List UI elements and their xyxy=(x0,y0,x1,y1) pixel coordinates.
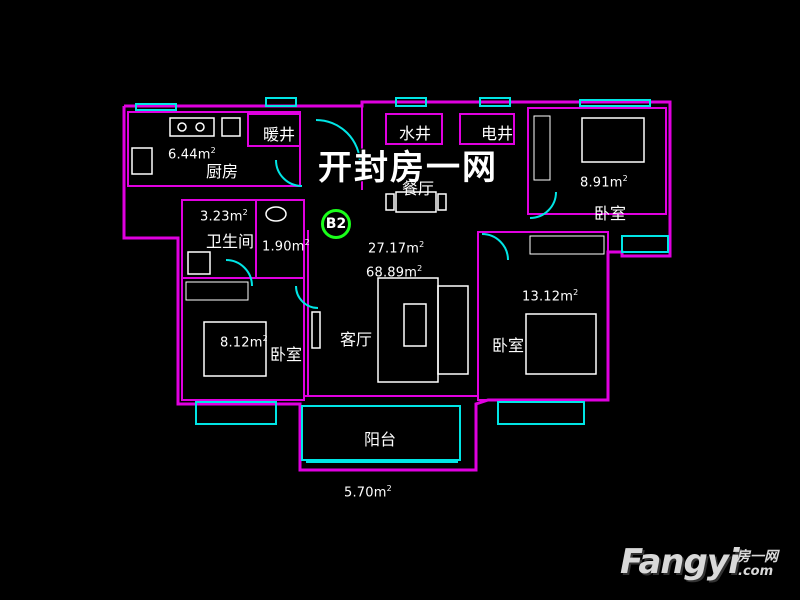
living-area: 27.17m2 xyxy=(368,240,425,257)
ne-side-window xyxy=(621,235,669,253)
electric-shaft-wall xyxy=(459,113,515,145)
unit-badge: B2 xyxy=(321,209,351,239)
sw-bedroom-area: 8.12m2 xyxy=(220,334,268,351)
ne-bedroom-wall xyxy=(527,107,667,215)
electric-shaft-label: 电井 xyxy=(481,124,514,143)
brand-cn: 房一网 xyxy=(736,549,778,565)
hall-small-area: 1.90m2 xyxy=(262,238,310,255)
total-area: 68.89m2 xyxy=(366,264,423,281)
ne-bedroom-area: 8.91m2 xyxy=(580,174,628,191)
sw-bedroom-wall xyxy=(181,277,305,401)
water-shaft-label: 水井 xyxy=(399,124,432,143)
kitchen-label: 厨房 xyxy=(206,162,239,181)
dining-label: 餐厅 xyxy=(402,179,435,198)
kitchen-window xyxy=(135,103,177,111)
brand-com: .com xyxy=(738,564,774,579)
se-bedroom-wall xyxy=(477,231,609,401)
se-bed xyxy=(525,313,597,375)
sw-bed xyxy=(203,321,267,377)
ne-bed xyxy=(581,117,645,163)
se-window xyxy=(497,401,585,425)
brand-logo: Fangyi 房一网 .com xyxy=(620,540,790,590)
kitchen-wall xyxy=(127,111,301,187)
dining-table xyxy=(395,191,437,213)
bathroom-label: 卫生间 xyxy=(206,232,255,251)
site-watermark: 开封房一网 xyxy=(318,148,498,188)
living-label: 客厅 xyxy=(340,330,373,349)
brand-latin: Fangyi xyxy=(620,542,740,582)
balcony-label: 阳台 xyxy=(364,430,397,449)
sofa xyxy=(377,277,439,383)
bathroom-area: 3.23m2 xyxy=(200,208,248,225)
door-arc xyxy=(315,119,361,165)
sw-window xyxy=(195,401,277,425)
se-bedroom-area: 13.12m2 xyxy=(522,288,579,305)
sw-bedroom-label: 卧室 xyxy=(270,345,303,364)
se-bedroom-label: 卧室 xyxy=(492,336,525,355)
heating-shaft-label: 暖井 xyxy=(263,125,296,144)
balcony-frame xyxy=(301,405,461,461)
ne-bedroom-label: 卧室 xyxy=(594,204,627,223)
water-shaft-wall xyxy=(385,113,443,145)
heating-shaft-wall xyxy=(247,113,301,147)
kitchen-area: 6.44m2 xyxy=(168,146,216,163)
ne-window xyxy=(579,99,651,107)
balcony-area: 5.70m2 xyxy=(344,484,392,501)
